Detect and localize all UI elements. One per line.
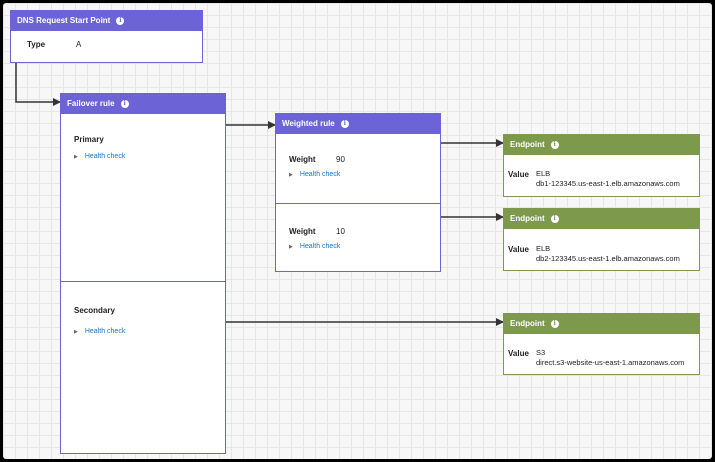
endpoint-1-value: ELB db1-123345.us-east-1.elb.amazonaws.c… — [536, 169, 680, 189]
failover-divider — [61, 281, 225, 282]
triangle-right-icon: ▶ — [74, 153, 78, 160]
info-icon[interactable]: i — [550, 141, 559, 149]
weight-1-health-check-link[interactable]: ▶ Health check — [289, 171, 341, 178]
endpoint-address: direct.s3-website-us-east-1.amazonaws.co… — [536, 358, 685, 367]
info-icon[interactable]: i — [120, 100, 129, 108]
failover-rule-title: Failover rule — [67, 99, 115, 108]
secondary-label: Secondary — [74, 306, 115, 315]
triangle-right-icon: ▶ — [289, 243, 293, 250]
triangle-right-icon: ▶ — [289, 171, 293, 178]
primary-health-check-link[interactable]: ▶ Health check — [74, 153, 126, 160]
dns-start-point-title: DNS Request Start Point — [17, 16, 111, 25]
dns-start-point-node[interactable]: DNS Request Start Point i Type A — [10, 10, 203, 63]
info-icon[interactable]: i — [550, 215, 559, 223]
info-icon[interactable]: i — [116, 17, 125, 25]
primary-label: Primary — [74, 135, 104, 144]
secondary-health-check-link[interactable]: ▶ Health check — [74, 328, 126, 335]
weighted-rule-title: Weighted rule — [282, 119, 335, 128]
endpoint-value-label: Value — [508, 170, 529, 179]
endpoint-2-value: ELB db2-123345.us-east-1.elb.amazonaws.c… — [536, 244, 680, 264]
endpoint-kind: S3 — [536, 348, 546, 357]
info-icon[interactable]: i — [340, 120, 349, 128]
triangle-right-icon: ▶ — [74, 328, 78, 335]
weight-2-health-check-link[interactable]: ▶ Health check — [289, 243, 341, 250]
endpoint-3-value: S3 direct.s3-website-us-east-1.amazonaws… — [536, 348, 684, 368]
weight-value: 10 — [336, 227, 345, 236]
endpoint-title: Endpoint — [510, 140, 545, 149]
weighted-rule-header: Weighted rule i — [276, 114, 440, 134]
failover-rule-header: Failover rule i — [61, 94, 225, 114]
endpoint-3-header: Endpoint i — [504, 314, 699, 334]
weight-value: 90 — [336, 155, 345, 164]
endpoint-2-header: Endpoint i — [504, 209, 699, 229]
endpoint-3-node[interactable]: Endpoint i Value S3 direct.s3-website-us… — [503, 313, 700, 375]
endpoint-title: Endpoint — [510, 214, 545, 223]
type-value: A — [76, 40, 82, 49]
endpoint-address: db2-123345.us-east-1.elb.amazonaws.com — [536, 254, 680, 263]
endpoint-title: Endpoint — [510, 319, 545, 328]
weight-label: Weight — [289, 155, 316, 164]
endpoint-value-label: Value — [508, 349, 529, 358]
failover-rule-node[interactable]: Failover rule i Primary ▶ Health check S… — [60, 93, 226, 454]
weighted-divider — [276, 203, 440, 204]
endpoint-value-label: Value — [508, 245, 529, 254]
type-label: Type — [27, 40, 46, 49]
endpoint-kind: ELB — [536, 169, 551, 178]
weight-label: Weight — [289, 227, 316, 236]
endpoint-1-header: Endpoint i — [504, 135, 699, 155]
endpoint-address: db1-123345.us-east-1.elb.amazonaws.com — [536, 179, 680, 188]
endpoint-kind: ELB — [536, 244, 551, 253]
weighted-rule-node[interactable]: Weighted rule i Weight 90 ▶ Health check… — [275, 113, 441, 272]
endpoint-1-node[interactable]: Endpoint i Value ELB db1-123345.us-east-… — [503, 134, 700, 197]
endpoint-2-node[interactable]: Endpoint i Value ELB db2-123345.us-east-… — [503, 208, 700, 271]
info-icon[interactable]: i — [550, 320, 559, 328]
dns-start-point-header: DNS Request Start Point i — [11, 11, 202, 31]
